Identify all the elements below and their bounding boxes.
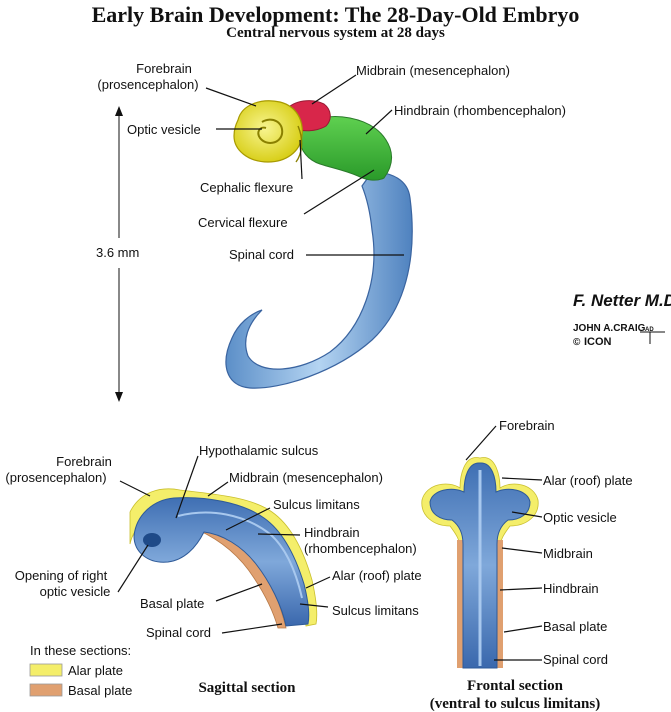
sagittal-section-illustration — [129, 488, 318, 629]
sag-midbrain-label: Midbrain (mesencephalon) — [229, 470, 383, 485]
legend-title: In these sections: — [30, 643, 131, 658]
optic-vesicle-swirl — [257, 118, 284, 144]
top-leader-lines — [205, 74, 404, 256]
sagittal-caption: Sagittal section — [198, 680, 296, 696]
legend-label-alar: Alar plate — [68, 663, 123, 678]
hindbrain-shape — [299, 116, 393, 181]
publisher-logo: © — [573, 337, 581, 348]
legend-label-basal: Basal plate — [68, 683, 132, 698]
sag-hindbrain-label: Hindbrain — [304, 525, 360, 540]
frontal-leader-lines — [465, 425, 543, 661]
fr-midbrain-label: Midbrain — [543, 546, 593, 561]
frontal-section-illustration — [421, 457, 539, 669]
top-forebrain-label: Forebrain — [136, 61, 192, 76]
legend: In these sections: Alar plate Basal plat… — [29, 643, 132, 698]
sag-sulcus-limitans-bottom-label: Sulcus limitans — [332, 603, 419, 618]
top-hindbrain-label: Hindbrain (rhombencephalon) — [394, 103, 566, 118]
legend-swatch-alar — [29, 663, 63, 677]
sag-hindbrain-sublabel: (rhombencephalon) — [304, 541, 417, 556]
svg-text:F. Netter M.D.: F. Netter M.D. — [573, 291, 671, 310]
sag-forebrain-label: Forebrain — [56, 454, 112, 469]
sagittal-leader-lines — [117, 455, 331, 634]
sag-forebrain-sublabel: (prosencephalon) — [5, 470, 106, 485]
sag-hypothalamic-sulcus-label: Hypothalamic sulcus — [199, 443, 319, 458]
top-forebrain-sublabel: (prosencephalon) — [97, 77, 198, 92]
artist-signature: F. Netter M.D. JOHN A.CRAIG AD © ICON — [573, 291, 671, 348]
page-title: Early Brain Development: The 28-Day-Old … — [91, 2, 580, 27]
fr-hindbrain-label: Hindbrain — [543, 581, 599, 596]
frontal-basal-plate-left — [457, 540, 465, 668]
cephalic-flexure-crease — [295, 125, 303, 163]
fr-optic-vesicle-label: Optic vesicle — [543, 510, 617, 525]
fr-basal-plate-label: Basal plate — [543, 619, 607, 634]
legend-swatch-basal — [29, 683, 63, 697]
top-spinal-cord-label: Spinal cord — [229, 247, 294, 262]
top-cervical-flexure-label: Cervical flexure — [198, 215, 288, 230]
fr-forebrain-label: Forebrain — [499, 418, 555, 433]
top-optic-vesicle-label: Optic vesicle — [127, 122, 201, 137]
fr-alar-plate-label: Alar (roof) plate — [543, 473, 633, 488]
page-subtitle: Central nervous system at 28 days — [226, 25, 445, 41]
frontal-caption-sub: (ventral to sulcus limitans) — [430, 696, 600, 712]
scale-label: 3.6 mm — [96, 245, 139, 260]
scale-bar — [115, 106, 123, 402]
frontal-basal-plate-right — [495, 540, 503, 668]
sag-sulcus-limitans-top-label: Sulcus limitans — [273, 497, 360, 512]
forebrain-shape — [233, 100, 303, 163]
sag-opening-label: Opening of right — [15, 568, 108, 583]
sag-spinal-cord-label: Spinal cord — [146, 625, 211, 640]
top-midbrain-label: Midbrain (mesencephalon) — [356, 63, 510, 78]
sag-basal-plate-label: Basal plate — [140, 596, 204, 611]
svg-text:JOHN A.CRAIG: JOHN A.CRAIG — [573, 323, 646, 334]
embryo-cns-illustration — [225, 100, 413, 389]
sag-alar-plate-label: Alar (roof) plate — [332, 568, 422, 583]
sag-opening-sublabel: optic vesicle — [40, 584, 111, 599]
svg-text:ICON: ICON — [584, 336, 612, 348]
spinal-cord-shape — [225, 171, 413, 389]
optic-vesicle-opening — [143, 533, 161, 547]
top-cephalic-flexure-label: Cephalic flexure — [200, 180, 293, 195]
frontal-caption: Frontal section — [467, 678, 564, 694]
svg-text:AD: AD — [645, 327, 654, 333]
fr-spinal-cord-label: Spinal cord — [543, 652, 608, 667]
